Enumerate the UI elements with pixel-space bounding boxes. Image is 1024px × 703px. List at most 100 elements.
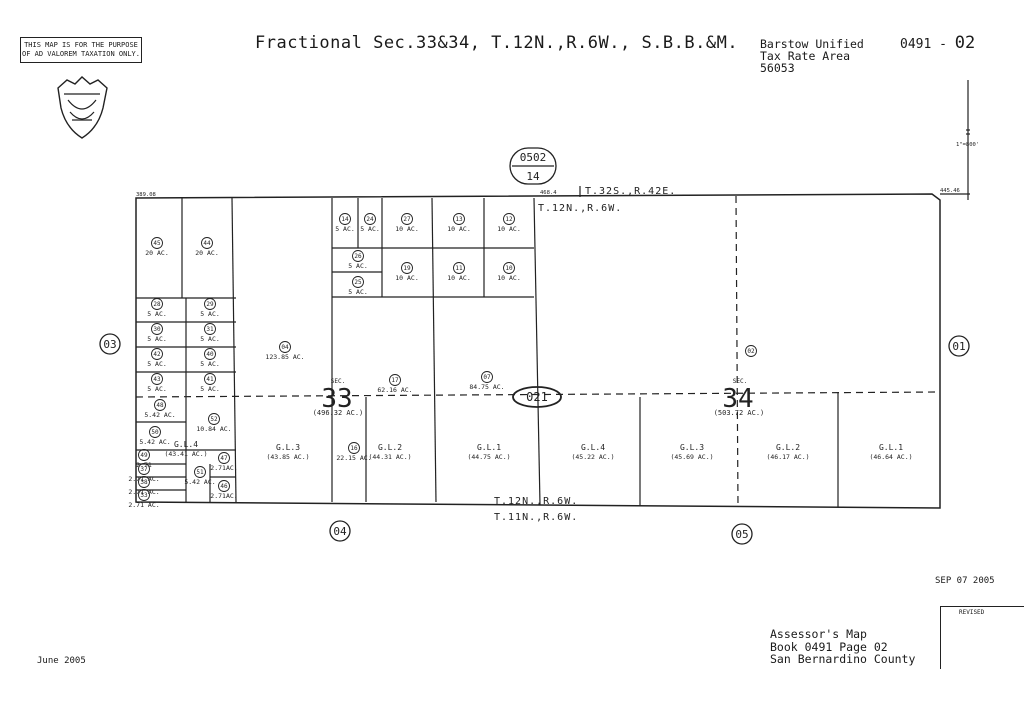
parcel-area: 2.71AC. (210, 464, 237, 472)
parcel-number: 42 (153, 351, 161, 358)
edge-measure-middle: 468.4 (540, 190, 557, 196)
parcel-number-circle (348, 442, 360, 454)
district-name: Barstow Unified (760, 37, 864, 51)
tax-rate-area-label: Tax Rate Area (760, 49, 851, 63)
parcel-area: 2.71 (136, 461, 152, 469)
adjacent-map-right (948, 335, 970, 357)
parcel-boundary (135, 193, 941, 509)
parcel-number: 31 (206, 326, 214, 333)
parcel-area: 5 AC. (147, 335, 167, 343)
adjacent-book: 0502 (520, 151, 547, 164)
tax-info: Barstow Unified Tax Rate Area 56053 (760, 38, 864, 74)
parcel-number: 26 (354, 253, 362, 260)
disclaimer-box: THIS MAP IS FOR THE PURPOSE OF AD VALORE… (20, 37, 142, 63)
gov-lot-area: (46.17 AC.) (766, 453, 809, 461)
parcel-area: 5 AC. (147, 385, 167, 393)
township-bottom-1: T.12N.,R.6W. (494, 496, 578, 507)
parcel-number: 43 (153, 376, 161, 383)
parcel-number-circle (151, 323, 163, 335)
parcel-number-circle (138, 463, 150, 475)
gov-lot-4: G.L.3(45.69 AC.) (670, 443, 713, 461)
parcel-number: 02 (747, 348, 755, 355)
parcel-number-circle (194, 466, 206, 478)
parcel-number: 29 (206, 301, 214, 308)
parcel-number-circle (453, 213, 465, 225)
gov-lot-label: G.L.3 (276, 443, 300, 452)
gov-lot-area: (44.31 AC.) (368, 453, 411, 461)
gov-lot-0: G.L.3(43.85 AC.) (266, 443, 309, 461)
gov-lot-label: G.L.2 (776, 443, 800, 452)
parcel-02: 02 (745, 345, 757, 357)
parcel-area: 5 AC. (147, 310, 167, 318)
parcel-number: 38 (140, 479, 148, 486)
parcel-number-circle (151, 237, 163, 249)
parcel-number: 44 (203, 240, 211, 247)
parcel-number: 17 (391, 377, 399, 384)
parcel-area: 5 AC. (348, 262, 368, 270)
parcel-number: 11 (455, 265, 463, 272)
parcel-44: 44 20 AC. (195, 237, 219, 257)
parcel-area: 5 AC. (200, 310, 220, 318)
parcel-number: 28 (153, 301, 161, 308)
adjacent-left: 03 (103, 338, 116, 351)
parcel-number-circle (481, 371, 493, 383)
parcel-number-circle (138, 449, 150, 461)
adjacent-map-left (99, 333, 121, 355)
gov-lot-7: G.L.4(43.41 AC.) (164, 440, 207, 458)
parcel-number-circle (218, 480, 230, 492)
parcel-area: 62.16 AC. (377, 386, 412, 394)
county-seal-icon (57, 76, 108, 139)
parcel-number: 46 (220, 483, 228, 490)
parcel-number-circle (401, 262, 413, 274)
sec34-area: (503.72 AC.) (714, 409, 765, 417)
parcel-14: 145 AC. (335, 213, 355, 233)
gov-lot-area: (43.85 AC.) (266, 453, 309, 461)
gov-lot-3: G.L.4(45.22 AC.) (571, 443, 614, 461)
parcel-41: 41 5 AC. (200, 373, 220, 393)
parcel-area: 5 AC. (200, 335, 220, 343)
parcel-number: 41 (206, 376, 214, 383)
parcel-area: 5 AC. (147, 360, 167, 368)
parcel-number: 07 (483, 374, 491, 381)
parcel-number-circle (401, 213, 413, 225)
section-line-34 (735, 195, 739, 507)
parcel-number: 12 (505, 216, 513, 223)
parcel-area: 123.85 AC. (265, 353, 304, 361)
parcel-number-circle (389, 374, 401, 386)
parcel-31: 31 5 AC. (200, 323, 220, 343)
parcel-50: 505.42 AC. (139, 426, 171, 446)
parcel-area: 5 AC. (200, 385, 220, 393)
disclaimer-line-2: OF AD VALOREM TAXATION ONLY. (21, 50, 140, 58)
parcel-number: 40 (206, 351, 214, 358)
map-number: 0491 - 02 (900, 33, 975, 53)
gov-lot-1: G.L.2(44.31 AC.) (368, 443, 411, 461)
parcel-area: 84.75 AC. (469, 383, 504, 391)
parcel-07: 07 84.75 AC. (469, 371, 505, 391)
gov-lot-6: G.L.1(46.64 AC.) (869, 443, 912, 461)
date-right: SEP 07 2005 (935, 576, 995, 586)
parcel-number: 19 (403, 265, 411, 272)
disclaimer-line-1: THIS MAP IS FOR THE PURPOSE (24, 41, 138, 49)
parcel-47: 47 2.71AC. (210, 452, 238, 472)
parcel-area: 10 AC. (497, 274, 520, 282)
parcel-number-circle (151, 348, 163, 360)
parcel-number: 37 (140, 466, 148, 473)
parcel-25: 255 AC. (348, 276, 368, 296)
sec34-label: SEC. (733, 378, 747, 385)
date-left: June 2005 (37, 656, 86, 666)
parcel-number: 24 (366, 216, 374, 223)
gov-lot-area: (46.64 AC.) (869, 453, 912, 461)
parcel-area: 5 AC. (335, 225, 355, 233)
parcel-38: 382.71 AC. (128, 476, 160, 496)
parcel-area: 5 AC. (200, 360, 220, 368)
parcel-number: 52 (210, 416, 218, 423)
parcel-42: 42 5 AC. (147, 348, 167, 368)
parcel-area: 20 AC. (195, 249, 218, 257)
parcel-number: 47 (220, 455, 228, 462)
